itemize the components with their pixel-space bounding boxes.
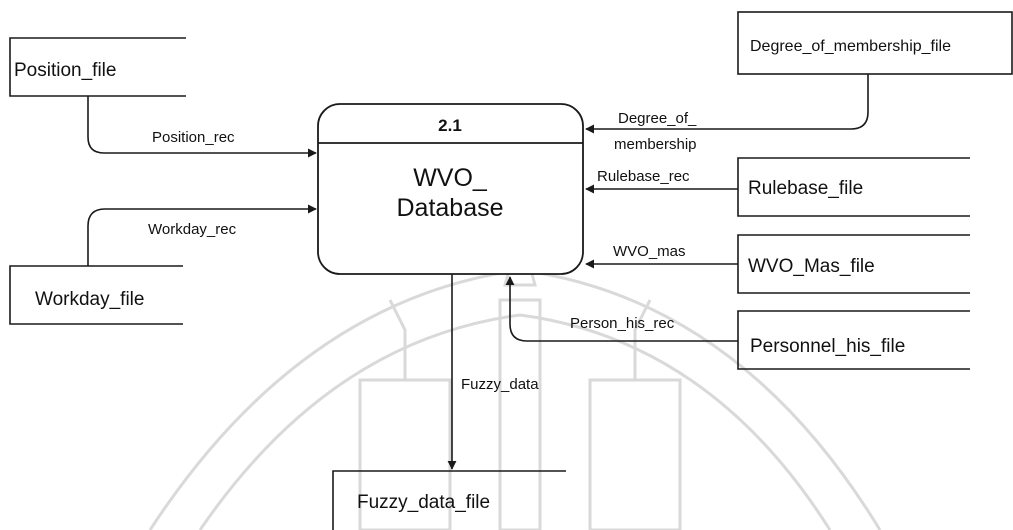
data-store-position-label: Position_file <box>14 60 116 81</box>
data-store-degree-label: Degree_of_membership_file <box>750 38 951 55</box>
flow-degree-label-line2: membership <box>614 136 697 153</box>
flow-position-rec: Position_rec <box>87 96 317 158</box>
flow-degree-label-line1: Degree_of_ <box>618 110 697 127</box>
flow-fuzzy-data: Fuzzy_data <box>447 274 539 470</box>
process-number: 2.1 <box>438 116 462 135</box>
data-store-fuzzy-label: Fuzzy_data_file <box>357 492 490 513</box>
data-store-personnel-file: Personnel_his_file <box>737 310 970 370</box>
flow-person-his-rec-label: Person_his_rec <box>570 315 675 332</box>
data-store-workday-file: Workday_file <box>9 265 183 325</box>
flow-wvo-mas: WVO_mas <box>585 243 738 269</box>
process-title-line2: Database <box>396 194 503 222</box>
data-store-rulebase-label: Rulebase_file <box>748 178 863 199</box>
flow-wvo-mas-label: WVO_mas <box>613 243 686 260</box>
flow-person-his-rec: Person_his_rec <box>505 276 738 342</box>
data-store-degree-file: Degree_of_membership_file <box>737 11 1013 75</box>
data-store-fuzzy-file: Fuzzy_data_file <box>332 470 566 530</box>
flow-fuzzy-data-label: Fuzzy_data <box>461 376 539 393</box>
flow-workday-rec: Workday_rec <box>87 204 317 266</box>
flow-rulebase-rec-label: Rulebase_rec <box>597 168 690 185</box>
data-store-personnel-label: Personnel_his_file <box>750 336 905 357</box>
data-store-rulebase-file: Rulebase_file <box>737 157 970 217</box>
process-wvo-database: 2.1 WVO_ Database <box>317 103 584 275</box>
flow-position-rec-label: Position_rec <box>152 129 235 146</box>
data-store-wvo-mas-label: WVO_Mas_file <box>748 256 875 277</box>
data-store-position-file: Position_file <box>9 37 186 97</box>
data-store-workday-label: Workday_file <box>35 289 144 310</box>
flow-rulebase-rec: Rulebase_rec <box>585 168 738 194</box>
process-title-line1: WVO_ <box>413 164 488 192</box>
flow-degree-of-membership: Degree_of_ membership <box>585 74 869 153</box>
data-store-wvo-mas-file: WVO_Mas_file <box>737 234 970 294</box>
flow-workday-rec-label: Workday_rec <box>148 221 237 238</box>
